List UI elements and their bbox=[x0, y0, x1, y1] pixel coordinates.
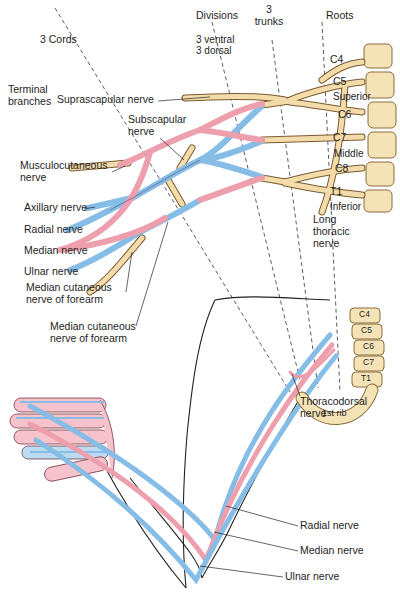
leader-line bbox=[292, 374, 300, 396]
trunk-label: Middle bbox=[334, 148, 363, 159]
dorsal-division bbox=[200, 141, 262, 160]
level-label: 3 ventral 3 dorsal bbox=[196, 34, 242, 56]
vertebra-label: C5 bbox=[361, 326, 372, 336]
level-label: 3 Cords bbox=[40, 34, 77, 46]
nerve-label: Long thoracic nerve bbox=[313, 214, 357, 249]
trunk-label: Superior bbox=[333, 91, 371, 102]
finger-stripe bbox=[16, 417, 104, 419]
finger-stripe bbox=[30, 451, 106, 453]
leader-line bbox=[126, 252, 132, 292]
nerve-label: Subscapular nerve bbox=[128, 114, 192, 138]
level-label: Roots bbox=[326, 10, 353, 22]
nerve-label: Radial nerve bbox=[300, 520, 359, 532]
nerve-label: Suprascapular nerve bbox=[57, 94, 154, 106]
root-label: C8 bbox=[335, 163, 348, 175]
leader-line bbox=[112, 166, 125, 172]
nerve-label: Median nerve bbox=[300, 545, 364, 557]
nerve-edges bbox=[110, 160, 200, 210]
branch-nerve bbox=[290, 350, 334, 377]
vertebra-label: T1 bbox=[361, 374, 371, 384]
nerve-label: Ulnar nerve bbox=[24, 266, 78, 278]
leader-line bbox=[136, 222, 168, 326]
vertebra bbox=[350, 308, 380, 323]
median-nerve bbox=[30, 345, 332, 560]
lower-spine bbox=[350, 308, 384, 387]
nerve-label: Median cutaneous nerve of forearm bbox=[26, 282, 126, 306]
shoulder-line bbox=[215, 297, 330, 300]
vertebra bbox=[368, 132, 396, 158]
nerve-label: Median cutaneous nerve of forearm bbox=[50, 321, 150, 345]
vertebra-label: C6 bbox=[363, 342, 374, 352]
ventral-nerves bbox=[60, 104, 262, 250]
root-label: C4 bbox=[330, 54, 343, 66]
dashed-line bbox=[212, 22, 302, 388]
vertebra bbox=[354, 340, 384, 355]
upper-spine bbox=[364, 44, 396, 212]
vertebra-label: C7 bbox=[363, 358, 374, 368]
leader-line bbox=[226, 506, 298, 526]
nerve-label: Median nerve bbox=[24, 245, 88, 257]
dorsal-division bbox=[200, 160, 262, 177]
leader-line bbox=[200, 566, 283, 577]
arm-nerves bbox=[30, 335, 336, 580]
level-label: 3 trunks bbox=[252, 4, 286, 28]
ulnar-nerve bbox=[36, 356, 336, 580]
root-label: C7 bbox=[333, 132, 346, 144]
cord-edge bbox=[110, 160, 200, 210]
nerve-label: Musculocutaneous nerve bbox=[20, 160, 115, 184]
vertebra bbox=[352, 324, 382, 339]
trunk-label: Inferior bbox=[330, 201, 361, 212]
vertebra bbox=[352, 372, 382, 387]
leader-line bbox=[160, 138, 184, 160]
radial-nerve bbox=[30, 335, 330, 540]
nerve-label: Thoracodorsal nerve bbox=[300, 396, 376, 420]
root-label: T1 bbox=[330, 186, 342, 198]
nerve-label: Axillary nerve bbox=[24, 202, 87, 214]
vertebra bbox=[366, 162, 394, 186]
vertebra bbox=[364, 44, 392, 68]
finger-stripe bbox=[20, 401, 104, 403]
level-label: Terminal branches bbox=[8, 84, 63, 108]
leader-line bbox=[214, 532, 298, 551]
vertebra bbox=[368, 102, 396, 128]
ventral-division bbox=[200, 104, 262, 130]
level-label: Divisions bbox=[196, 10, 238, 22]
nerve-label: Ulnar nerve bbox=[285, 571, 339, 583]
root-label: C5 bbox=[333, 76, 346, 88]
vertebra-label: C4 bbox=[359, 310, 370, 320]
root-label: C6 bbox=[338, 109, 351, 121]
ventral-division bbox=[200, 178, 262, 200]
vertebra bbox=[364, 190, 392, 212]
nerve-label: Radial nerve bbox=[24, 224, 83, 236]
ventral-division bbox=[200, 130, 262, 140]
leader-line bbox=[158, 97, 210, 101]
vertebra bbox=[354, 356, 384, 371]
